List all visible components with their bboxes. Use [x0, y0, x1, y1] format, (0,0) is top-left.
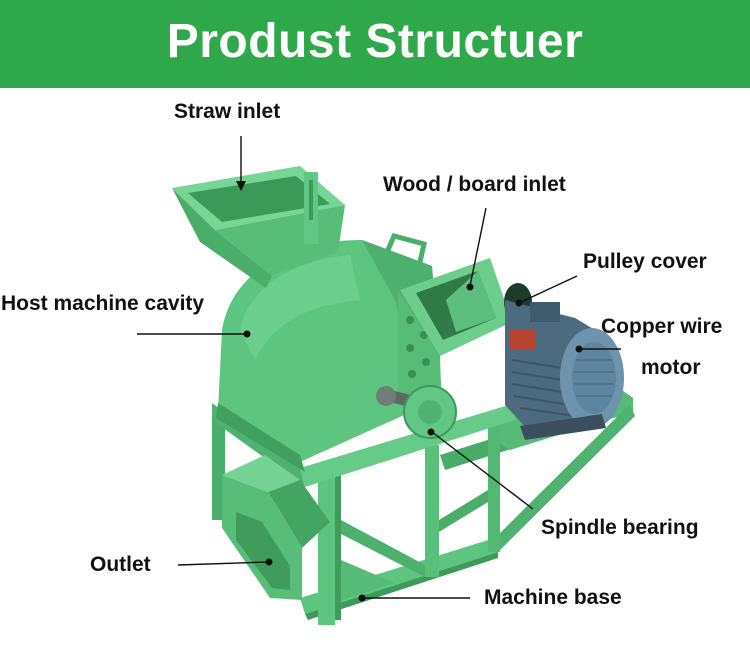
host-machine-cavity-pointer	[243, 330, 251, 338]
outlet	[222, 455, 330, 600]
label-straw-inlet: Straw inlet	[174, 100, 281, 123]
outlet-opening	[236, 512, 290, 590]
bolt	[406, 344, 414, 352]
lifting-handle	[385, 233, 427, 263]
shaft-hub	[376, 386, 396, 406]
bolt	[406, 316, 414, 324]
outlet-top-face	[222, 455, 300, 492]
machine-base-pointer	[358, 594, 366, 602]
base-front-rail-shadow	[305, 552, 498, 620]
machine-base	[212, 385, 635, 625]
straw-inlet-hopper	[172, 166, 345, 288]
motor-fan-grill	[574, 359, 614, 397]
cavity-flange	[216, 403, 305, 472]
label-host-machine-cavity: Host machine cavity	[1, 292, 205, 315]
label-machine-base: Machine base	[484, 586, 622, 609]
hopper-opening	[188, 176, 330, 222]
page-title: Produst Structuer	[166, 14, 584, 68]
straw-inlet-pointer	[236, 181, 246, 191]
hopper-left-wall	[172, 188, 272, 288]
base-cross-brace-right	[439, 490, 488, 532]
pulley-cover-leader	[520, 275, 578, 303]
bolt	[420, 331, 428, 339]
base-leg-front-left-side	[335, 470, 341, 620]
bolt	[408, 370, 416, 378]
base-cross-brace	[341, 520, 425, 577]
inlet-back-wall	[446, 271, 496, 332]
outlet-leader	[177, 561, 269, 566]
wood-board-inlet-pointer	[466, 283, 474, 291]
spindle-bearing-pointer	[427, 428, 435, 436]
hopper-handle-slot	[309, 180, 313, 220]
motor-nameplate	[510, 330, 536, 350]
outlet-side-face	[268, 480, 330, 548]
pulley-cover-pointer	[515, 299, 523, 307]
motor-feet	[520, 414, 606, 440]
motor-terminal-box	[530, 302, 560, 322]
spindle-bearing	[376, 385, 457, 439]
label-outlet: Outlet	[90, 553, 151, 576]
label-copper-wire-motor-2: motor	[641, 356, 701, 379]
base-diagonal-rail	[495, 404, 635, 552]
frame-top-front-beam	[300, 403, 515, 487]
base-gusset	[341, 560, 395, 600]
base-leg-right	[488, 420, 500, 552]
cavity-highlight	[240, 255, 360, 360]
copper-wire-motor-pointer	[575, 345, 583, 353]
bearing-cap	[418, 400, 442, 424]
label-pulley-cover: Pulley cover	[583, 250, 707, 273]
label-wood-board-inlet: Wood / board inlet	[383, 173, 566, 196]
spindle-bearing-leader	[431, 431, 534, 510]
label-copper-wire-motor-1: Copper wire	[601, 315, 723, 338]
base-leg-back-left	[212, 408, 225, 520]
title-banner: Produst Structuer	[0, 0, 750, 88]
label-spindle-bearing: Spindle bearing	[541, 516, 699, 539]
bolt	[422, 358, 430, 366]
base-leg-front-left	[318, 470, 335, 625]
copper-wire-motor	[505, 300, 624, 440]
motor-fan-cover	[572, 342, 616, 414]
outlet-pointer	[265, 558, 273, 566]
wood-board-inlet-leader	[469, 207, 487, 287]
base-leg-middle	[425, 445, 439, 577]
